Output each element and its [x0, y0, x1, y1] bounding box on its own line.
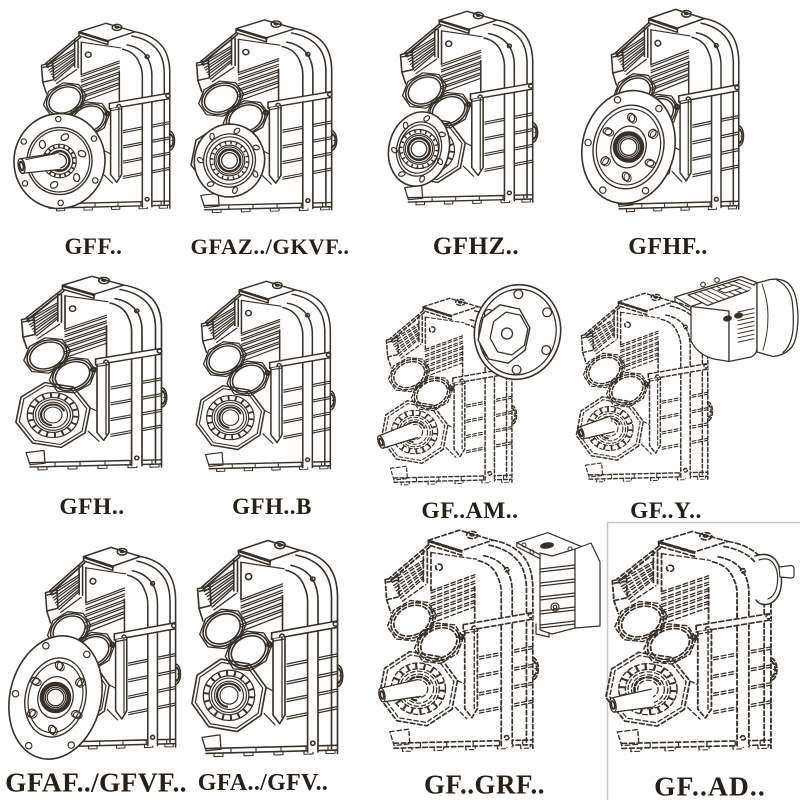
svg-text:GF..AD..: GF..AD.. [654, 771, 766, 800]
svg-text:GFA../GFV..: GFA../GFV.. [198, 770, 328, 796]
svg-text:GFAF../GFVF..: GFAF../GFVF.. [5, 767, 187, 798]
svg-text:GF..AM..: GF..AM.. [421, 498, 518, 524]
svg-text:GFH..B: GFH..B [232, 494, 312, 519]
svg-text:GFF..: GFF.. [65, 234, 123, 259]
svg-text:GFH..: GFH.. [59, 494, 124, 520]
svg-text:GFHZ..: GFHZ.. [433, 233, 519, 260]
svg-text:GFHF..: GFHF.. [628, 234, 707, 260]
svg-text:GF..GRF..: GF..GRF.. [424, 770, 545, 800]
svg-text:GF..Y..: GF..Y.. [630, 498, 702, 524]
svg-text:GFAZ../GKVF..: GFAZ../GKVF.. [190, 234, 349, 259]
